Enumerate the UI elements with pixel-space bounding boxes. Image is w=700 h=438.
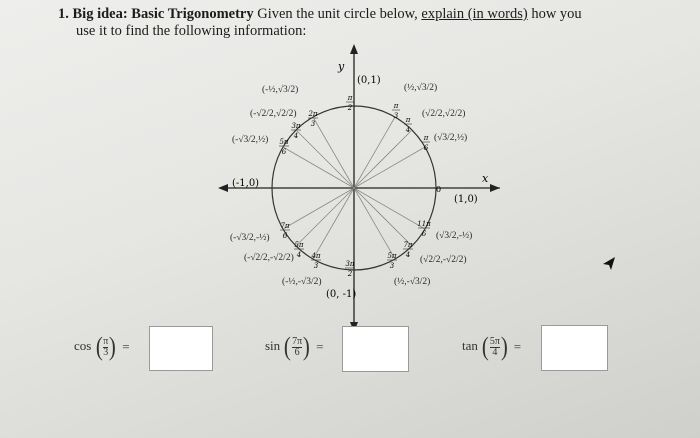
- handwritten-coordinates: (½,√3/2) (√2/2,√2/2) (√3/2,½) (-½,√3/2) …: [230, 82, 472, 287]
- angle-3pi-over-2: 3π2: [345, 260, 355, 278]
- svg-text:3π: 3π: [345, 260, 354, 268]
- angle-4pi-over-3: 4π3: [310, 252, 321, 270]
- left-paren: (: [95, 332, 103, 361]
- svg-text:4: 4: [293, 132, 298, 140]
- question-text-part2: how you: [527, 6, 582, 22]
- angle-pi-over-6: π6: [422, 134, 430, 152]
- hw-coord-7pi-6: (-√3/2,-½): [230, 232, 270, 243]
- answer-box-sin[interactable]: [342, 326, 409, 372]
- svg-text:4: 4: [405, 126, 410, 134]
- radial-lines: [282, 116, 426, 260]
- right-paren: ): [303, 332, 310, 361]
- angle-5pi-over-3: 5π3: [387, 252, 397, 270]
- mouse-cursor-icon: [603, 257, 615, 270]
- svg-text:2: 2: [347, 104, 353, 112]
- point-left-label: (-1,0): [232, 178, 259, 189]
- angle-labels: π2 π3 π4 π6 2π3 3π4 5π6 7π6 5π4 4π3 3π2: [279, 94, 431, 278]
- angle-2pi-over-3: 2π3: [307, 110, 318, 128]
- right-paren: ): [109, 332, 117, 361]
- angle-5pi-over-6: 5π6: [279, 138, 289, 156]
- svg-text:5π: 5π: [279, 138, 288, 146]
- svg-text:3: 3: [314, 262, 319, 270]
- unit-circle: [271, 105, 437, 271]
- y-axis-label: y: [337, 60, 345, 73]
- svg-text:4π: 4π: [310, 252, 320, 260]
- equals-sign: =: [513, 339, 522, 354]
- hw-coord-4pi-3: (-½,-√3/2): [282, 276, 322, 287]
- hw-coord-pi-6: (√3/2,½): [434, 132, 467, 143]
- angle-pi-over-4: π4: [404, 116, 412, 134]
- question-text-part1: Given the unit circle below,: [253, 6, 422, 22]
- point-top-label: (0,1): [357, 75, 381, 86]
- hw-coord-2pi-3: (-½,√3/2): [262, 84, 298, 95]
- svg-text:5π: 5π: [294, 241, 303, 249]
- right-paren: ): [500, 332, 508, 361]
- angle-7pi-over-6: 7π6: [280, 222, 290, 240]
- left-paren: (: [482, 332, 489, 361]
- hw-coord-5pi-6: (-√3/2,½): [232, 134, 268, 145]
- point-bottom-label: (0, -1): [326, 289, 356, 300]
- equals-sign: =: [122, 339, 130, 354]
- svg-text:7π: 7π: [280, 222, 289, 230]
- function-cos: cos: [74, 337, 92, 353]
- equals-sign: =: [316, 339, 324, 354]
- angle-pi-over-3: π3: [392, 102, 400, 120]
- answer-box-tan[interactable]: [541, 325, 608, 371]
- angle-3pi-over-4: 3π4: [291, 122, 301, 140]
- left-paren: (: [284, 332, 292, 361]
- svg-text:π: π: [347, 94, 353, 102]
- svg-text:π: π: [393, 102, 399, 110]
- svg-text:6: 6: [283, 232, 288, 240]
- hw-coord-5pi-3: (½,-√3/2): [394, 276, 430, 287]
- hw-coord-3pi-4: (-√2/2,√2/2): [250, 108, 297, 119]
- y-axis-arrow-up: [350, 44, 358, 54]
- hw-coord-pi-3: (½,√3/2): [404, 82, 437, 93]
- question-text: 1. Big idea: Basic Trigonometry Given th…: [58, 6, 678, 40]
- function-sin: sin: [265, 337, 281, 353]
- origin-label: 0: [436, 185, 441, 194]
- question-number: 1.: [58, 6, 69, 22]
- question-underlined: explain (in words): [421, 6, 528, 22]
- big-idea-title: Big idea: Basic Trigonometry: [72, 6, 254, 22]
- svg-text:6: 6: [282, 148, 287, 156]
- svg-text:5π: 5π: [387, 252, 396, 260]
- hw-coord-7pi-4: (√2/2,-√2/2): [420, 254, 467, 265]
- svg-text:4: 4: [405, 251, 410, 259]
- question-line-2: use it to find the following information…: [76, 23, 307, 39]
- svg-text:π: π: [405, 116, 411, 124]
- svg-text:3: 3: [394, 112, 399, 120]
- x-axis-label: x: [482, 172, 489, 185]
- answer-box-cos[interactable]: [149, 326, 213, 371]
- svg-text:2: 2: [347, 270, 353, 278]
- svg-text:π: π: [423, 134, 429, 142]
- svg-text:11π: 11π: [417, 220, 431, 228]
- x-axis-arrow-right: [490, 184, 500, 192]
- svg-text:7π: 7π: [403, 241, 412, 249]
- angle-pi-over-2: π2: [346, 94, 354, 112]
- svg-text:3: 3: [390, 262, 395, 270]
- svg-text:6: 6: [424, 144, 429, 152]
- point-right-label: (1,0): [454, 194, 478, 205]
- function-tan: tan: [462, 337, 478, 353]
- hw-coord-5pi-4: (-√2/2,-√2/2): [244, 252, 294, 263]
- svg-text:3π: 3π: [291, 122, 300, 130]
- angle-7pi-over-4: 7π4: [403, 241, 413, 259]
- svg-text:4: 4: [296, 251, 301, 259]
- svg-text:2π: 2π: [307, 110, 317, 118]
- svg-text:6: 6: [422, 230, 427, 238]
- hw-coord-pi-4: (√2/2,√2/2): [422, 108, 465, 119]
- angle-5pi-over-4: 5π4: [294, 241, 304, 259]
- svg-text:3: 3: [311, 120, 316, 128]
- unit-circle-diagram: y x 0 (0,1) (0, -1) (-1,0) (1,0) π2 π3 π…: [218, 44, 500, 332]
- hw-coord-11pi-6: (√3/2,-½): [436, 230, 472, 241]
- x-axis-arrow-left: [218, 184, 228, 192]
